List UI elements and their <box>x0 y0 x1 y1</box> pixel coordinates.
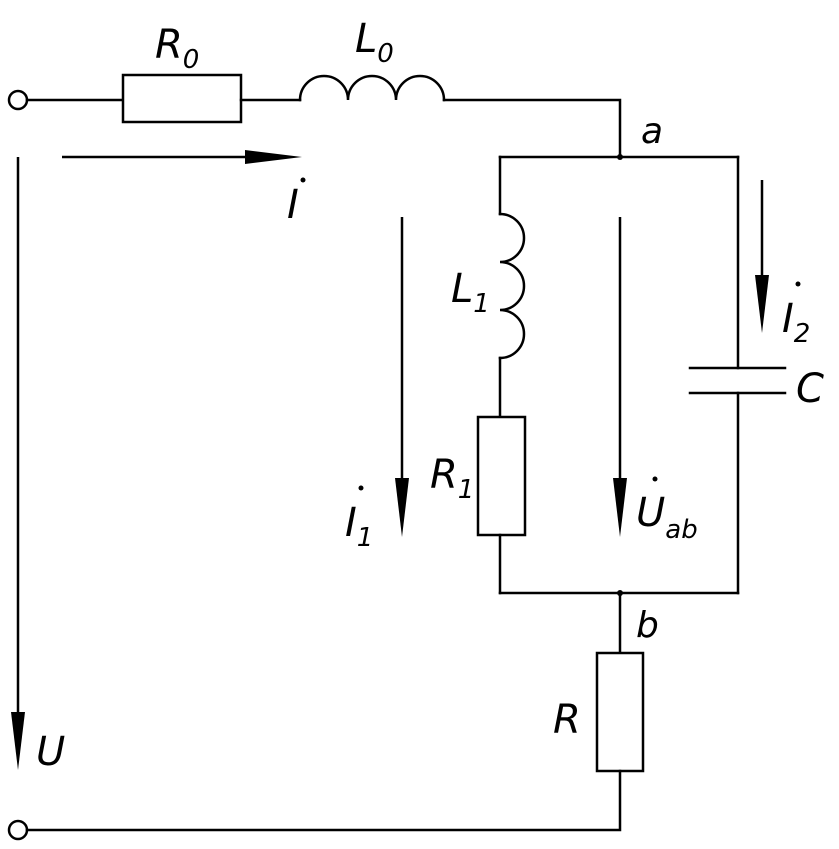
label-current-i1-sub: 1 <box>357 523 374 553</box>
label-l0-main: L <box>355 16 377 62</box>
label-current-i-dot <box>300 177 306 183</box>
label-current-i1: I1 <box>345 500 373 553</box>
label-r1-sub: 1 <box>458 475 475 505</box>
inductor-l0 <box>298 74 446 102</box>
label-current-i1-dot <box>358 485 364 491</box>
label-l1: L1 <box>451 266 490 319</box>
node-a-dot <box>617 154 623 160</box>
label-c: C <box>796 366 824 412</box>
label-current-i1-main: I <box>345 500 357 546</box>
arrow-i1-head <box>395 478 409 537</box>
label-r0: R0 <box>155 22 199 75</box>
label-node-a: a <box>641 111 663 152</box>
arrow-uab-head <box>613 478 627 537</box>
arrow-u-head <box>11 712 25 770</box>
label-l0: L0 <box>355 16 394 69</box>
terminal-bottom <box>7 819 29 841</box>
arrow-i-head <box>245 150 302 164</box>
arrow-i2-head <box>755 275 769 333</box>
label-r: R <box>553 697 581 743</box>
inductor-l1 <box>498 212 526 360</box>
label-voltage-uab-dot <box>652 476 658 482</box>
label-r0-sub: 0 <box>183 45 200 75</box>
resistor-r0 <box>121 73 243 124</box>
label-r1-main: R <box>430 452 458 498</box>
label-current-i: I <box>287 182 299 228</box>
label-l0-sub: 0 <box>377 39 394 69</box>
label-voltage-u: U <box>36 729 65 775</box>
label-voltage-uab-sub: ab <box>665 515 697 545</box>
resistor-r <box>595 651 645 773</box>
label-r1: R1 <box>430 452 474 505</box>
label-l1-main: L <box>451 266 473 312</box>
wire-r-to-terminal <box>25 769 622 832</box>
label-r0-main: R <box>155 22 183 68</box>
label-current-i2-dot <box>795 281 801 287</box>
label-current-i2: I2 <box>782 296 810 349</box>
label-current-i2-main: I <box>782 296 794 342</box>
label-node-b: b <box>636 605 659 646</box>
wire-l0-to-node-a <box>442 98 622 159</box>
terminal-top <box>7 89 29 111</box>
label-voltage-uab: Uab <box>636 490 698 545</box>
label-voltage-uab-main: U <box>636 490 665 536</box>
resistor-r1 <box>476 415 527 537</box>
label-l1-sub: 1 <box>473 289 490 319</box>
label-current-i2-sub: 2 <box>794 319 811 349</box>
